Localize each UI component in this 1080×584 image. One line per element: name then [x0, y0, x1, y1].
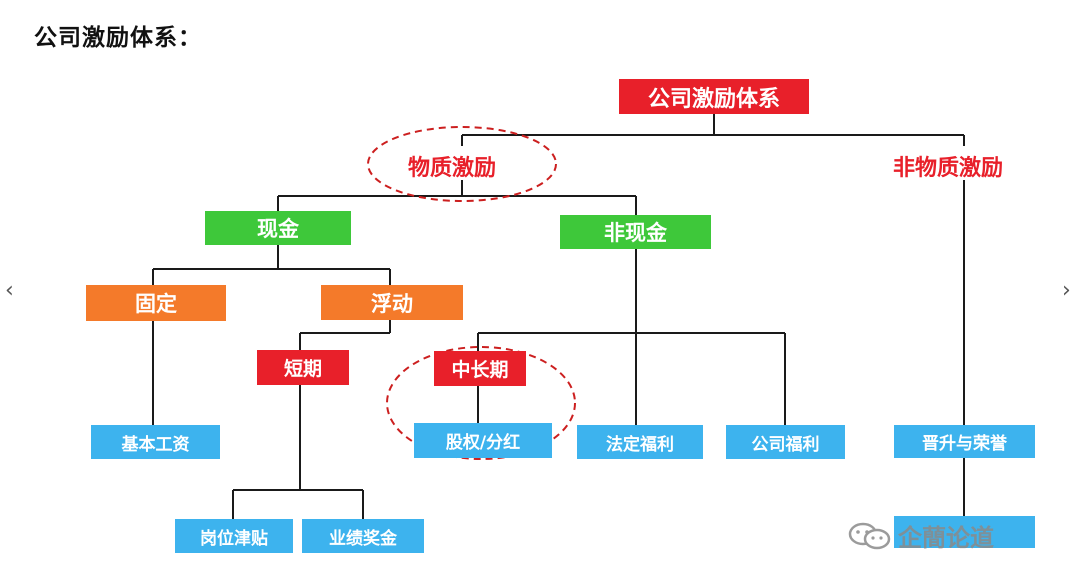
- wechat-icon: [848, 522, 891, 549]
- equity-dividend-node: 股权/分红: [414, 423, 552, 458]
- next-slide-icon[interactable]: ›: [1062, 278, 1071, 303]
- watermark: 企蕳论道: [848, 518, 994, 553]
- mid-long-term-node: 中长期: [434, 351, 526, 386]
- partially-covered-node: [894, 516, 1035, 548]
- promotion-honor-node: 晋升与荣誉: [894, 425, 1035, 458]
- prev-slide-icon[interactable]: ‹: [5, 278, 14, 303]
- position-allowance-node: 岗位津贴: [175, 519, 293, 553]
- fixed-node: 固定: [86, 285, 226, 321]
- page-title: 公司激励体系：: [34, 25, 202, 51]
- company-welfare-node: 公司福利: [726, 425, 845, 459]
- root-node: 公司激励体系: [619, 79, 809, 114]
- material-incentive-label: 物质激励: [408, 156, 497, 181]
- cash-node: 现金: [205, 211, 351, 245]
- performance-bonus-node: 业绩奖金: [302, 519, 424, 553]
- highlight-ellipse-material: [367, 126, 557, 202]
- statutory-welfare-node: 法定福利: [577, 425, 703, 459]
- base-salary-node: 基本工资: [91, 425, 220, 459]
- floating-node: 浮动: [321, 285, 463, 320]
- highlight-ellipse-long-term: [386, 346, 576, 460]
- watermark-text: 企蕳论道: [898, 524, 994, 552]
- non-material-incentive-label: 非物质激励: [893, 156, 1004, 181]
- non-cash-node: 非现金: [560, 215, 711, 249]
- short-term-node: 短期: [257, 350, 349, 385]
